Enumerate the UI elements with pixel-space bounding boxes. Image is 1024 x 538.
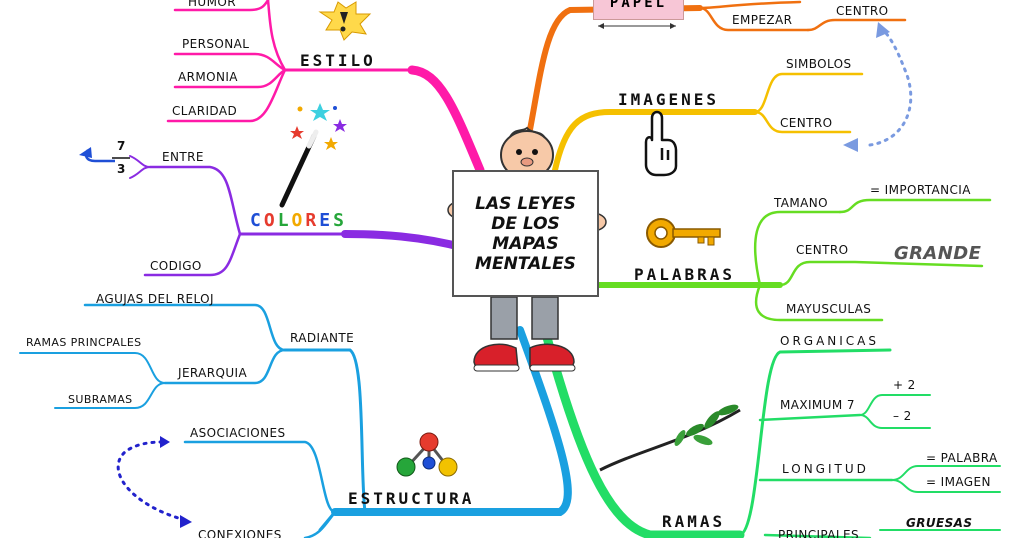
- sign-text: LAS LEYES DE LOS MAPAS MENTALES: [475, 194, 576, 274]
- ramas-minus-two: – 2: [893, 409, 912, 423]
- estructura-agujas: AGUJAS DEL RELOJ: [96, 292, 214, 306]
- papel-branch: [525, 0, 907, 143]
- ramas-palabra: = PALABRA: [926, 451, 998, 465]
- colores-letter-5: R: [305, 210, 320, 231]
- ramas-branch: [540, 325, 1001, 538]
- estructura-jerarquia: JERARQUIA: [178, 366, 248, 380]
- colores-letter-2: O: [263, 210, 278, 231]
- imagenes-title: IMAGENES: [618, 90, 720, 109]
- hand-pointer-icon: [644, 110, 678, 177]
- estilo-title: ESTILO: [300, 51, 376, 70]
- arrow-head-top: [160, 436, 170, 448]
- estructura-ramas-principales: RAMAS PRINCPALES: [26, 336, 142, 349]
- ramas-imagen: = IMAGEN: [926, 475, 991, 489]
- exclamation-sticker-icon: [318, 1, 372, 41]
- colores-arrow-head: [79, 147, 92, 158]
- colores-letter-6: E: [319, 210, 334, 231]
- colores-item-codigo: CODIGO: [150, 259, 202, 273]
- estilo-item-personal: PERSONAL: [182, 37, 250, 51]
- ramas-gruesas: GRUESAS: [906, 516, 973, 530]
- ramas-maximum: MAXIMUM 7: [780, 398, 855, 412]
- palabras-grande: GRANDE: [894, 243, 982, 264]
- estilo-branch: [166, 0, 485, 175]
- palabras-mayusculas: MAYUSCULAS: [786, 302, 872, 316]
- sign-line-3: MAPAS: [492, 233, 559, 254]
- ramas-organicas: ORGANICAS: [780, 334, 880, 348]
- papel-box: PAPEL: [593, 0, 684, 20]
- papel-centro: CENTRO: [836, 4, 889, 18]
- palabras-title: PALABRAS: [634, 265, 736, 284]
- arrow-head-bottom: [180, 515, 192, 528]
- molecule-icon: [396, 432, 458, 477]
- ramas-principales: PRINCIPALES: [778, 528, 859, 538]
- estructura-subramas: SUBRAMAS: [68, 393, 133, 406]
- estilo-item-armonia: ARMONIA: [178, 70, 238, 84]
- sign-line-2: DE LOS: [491, 213, 560, 234]
- ramas-title: RAMAS: [662, 512, 726, 531]
- imagenes-branch: [552, 72, 864, 173]
- centro-dotted-arrow: [868, 30, 913, 147]
- sign-line-1: LAS LEYES: [475, 193, 576, 214]
- key-icon: [646, 218, 721, 248]
- estructura-radiante: RADIANTE: [290, 331, 355, 345]
- number-seven: 7: [117, 139, 126, 153]
- colores-title: COLORES: [250, 210, 347, 231]
- palabras-importancia: = IMPORTANCIA: [870, 183, 971, 197]
- olive-branch-icon: [599, 404, 741, 472]
- colores-letter-1: C: [250, 210, 264, 231]
- colores-branch: [129, 155, 469, 277]
- estructura-conexiones: CONEXIONES: [198, 528, 282, 538]
- estructura-asociaciones: ASOCIACIONES: [190, 426, 286, 440]
- colores-letter-3: L: [277, 210, 292, 231]
- estilo-item-humor: HUMOR: [188, 0, 236, 9]
- colores-letter-7: S: [333, 210, 347, 231]
- ramas-plus-two: + 2: [893, 378, 916, 392]
- palabras-branch: [595, 198, 992, 322]
- ramas-longitud: LONGITUD: [782, 462, 869, 476]
- estilo-item-claridad: CLARIDAD: [172, 104, 238, 118]
- number-three: 3: [117, 162, 126, 176]
- estructura-title: ESTRUCTURA: [348, 489, 475, 508]
- central-sign: LAS LEYES DE LOS MAPAS MENTALES: [452, 170, 599, 297]
- sign-line-4: MENTALES: [475, 253, 576, 274]
- papel-empezar: EMPEZAR: [732, 13, 793, 27]
- imagenes-simbolos: SIMBOLOS: [786, 57, 852, 71]
- papel-title: PAPEL: [609, 0, 668, 11]
- palabras-tamano: TAMANO: [774, 196, 828, 210]
- asociaciones-dotted-arrow: [116, 440, 187, 522]
- colores-item-entre: ENTRE: [162, 150, 204, 164]
- imagenes-centro: CENTRO: [780, 116, 833, 130]
- magic-wand-icon: [279, 103, 347, 208]
- colores-letter-4: O: [291, 210, 306, 231]
- palabras-centro: CENTRO: [796, 243, 849, 257]
